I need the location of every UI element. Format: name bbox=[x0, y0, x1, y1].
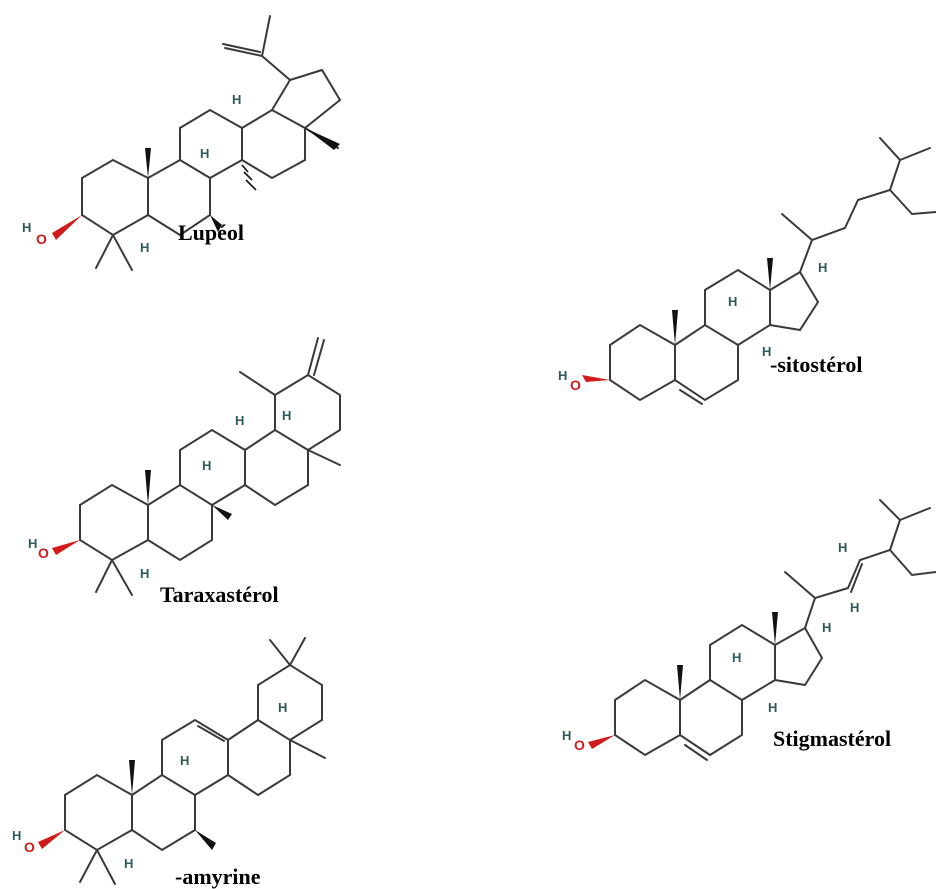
svg-text:H: H bbox=[558, 368, 567, 383]
svg-text:H: H bbox=[140, 566, 149, 581]
amyrine-structure: H O H H H bbox=[12, 637, 326, 885]
taraxasterol-caption: Taraxastérol bbox=[160, 582, 279, 607]
lupeol-structure: H O H H H bbox=[22, 15, 342, 271]
svg-text:H: H bbox=[22, 220, 31, 235]
svg-text:O: O bbox=[574, 737, 585, 753]
svg-text:H: H bbox=[732, 650, 741, 665]
svg-text:H: H bbox=[28, 536, 37, 551]
sitosterol-structure: H O H H H bbox=[558, 137, 936, 405]
svg-text:H: H bbox=[762, 344, 771, 359]
svg-text:H: H bbox=[838, 540, 847, 555]
svg-text:H: H bbox=[768, 700, 777, 715]
svg-text:H: H bbox=[822, 620, 831, 635]
svg-text:H: H bbox=[124, 856, 133, 871]
svg-text:H: H bbox=[278, 700, 287, 715]
taraxasterol-structure: H O H H H H bbox=[28, 337, 341, 596]
svg-text:H: H bbox=[235, 413, 244, 428]
amyrine-caption: -amyrine bbox=[175, 864, 261, 889]
svg-text:H: H bbox=[200, 146, 209, 161]
svg-text:H: H bbox=[202, 458, 211, 473]
svg-text:H: H bbox=[232, 92, 241, 107]
svg-text:H: H bbox=[562, 728, 571, 743]
svg-text:O: O bbox=[570, 377, 581, 393]
svg-text:O: O bbox=[36, 231, 47, 247]
svg-text:H: H bbox=[180, 753, 189, 768]
stigmasterol-structure: H O H H H H H bbox=[562, 499, 936, 761]
svg-text:H: H bbox=[728, 294, 737, 309]
svg-text:O: O bbox=[24, 839, 35, 855]
svg-text:H: H bbox=[12, 828, 21, 843]
svg-text:H: H bbox=[282, 408, 291, 423]
stigmasterol-caption: Stigmastérol bbox=[773, 726, 891, 751]
svg-text:H: H bbox=[850, 600, 859, 615]
svg-text:O: O bbox=[38, 545, 49, 561]
sitosterol-caption: -sitostérol bbox=[770, 352, 862, 377]
svg-text:H: H bbox=[818, 260, 827, 275]
svg-text:H: H bbox=[140, 240, 149, 255]
lupeol-caption: Lupéol bbox=[178, 220, 244, 245]
